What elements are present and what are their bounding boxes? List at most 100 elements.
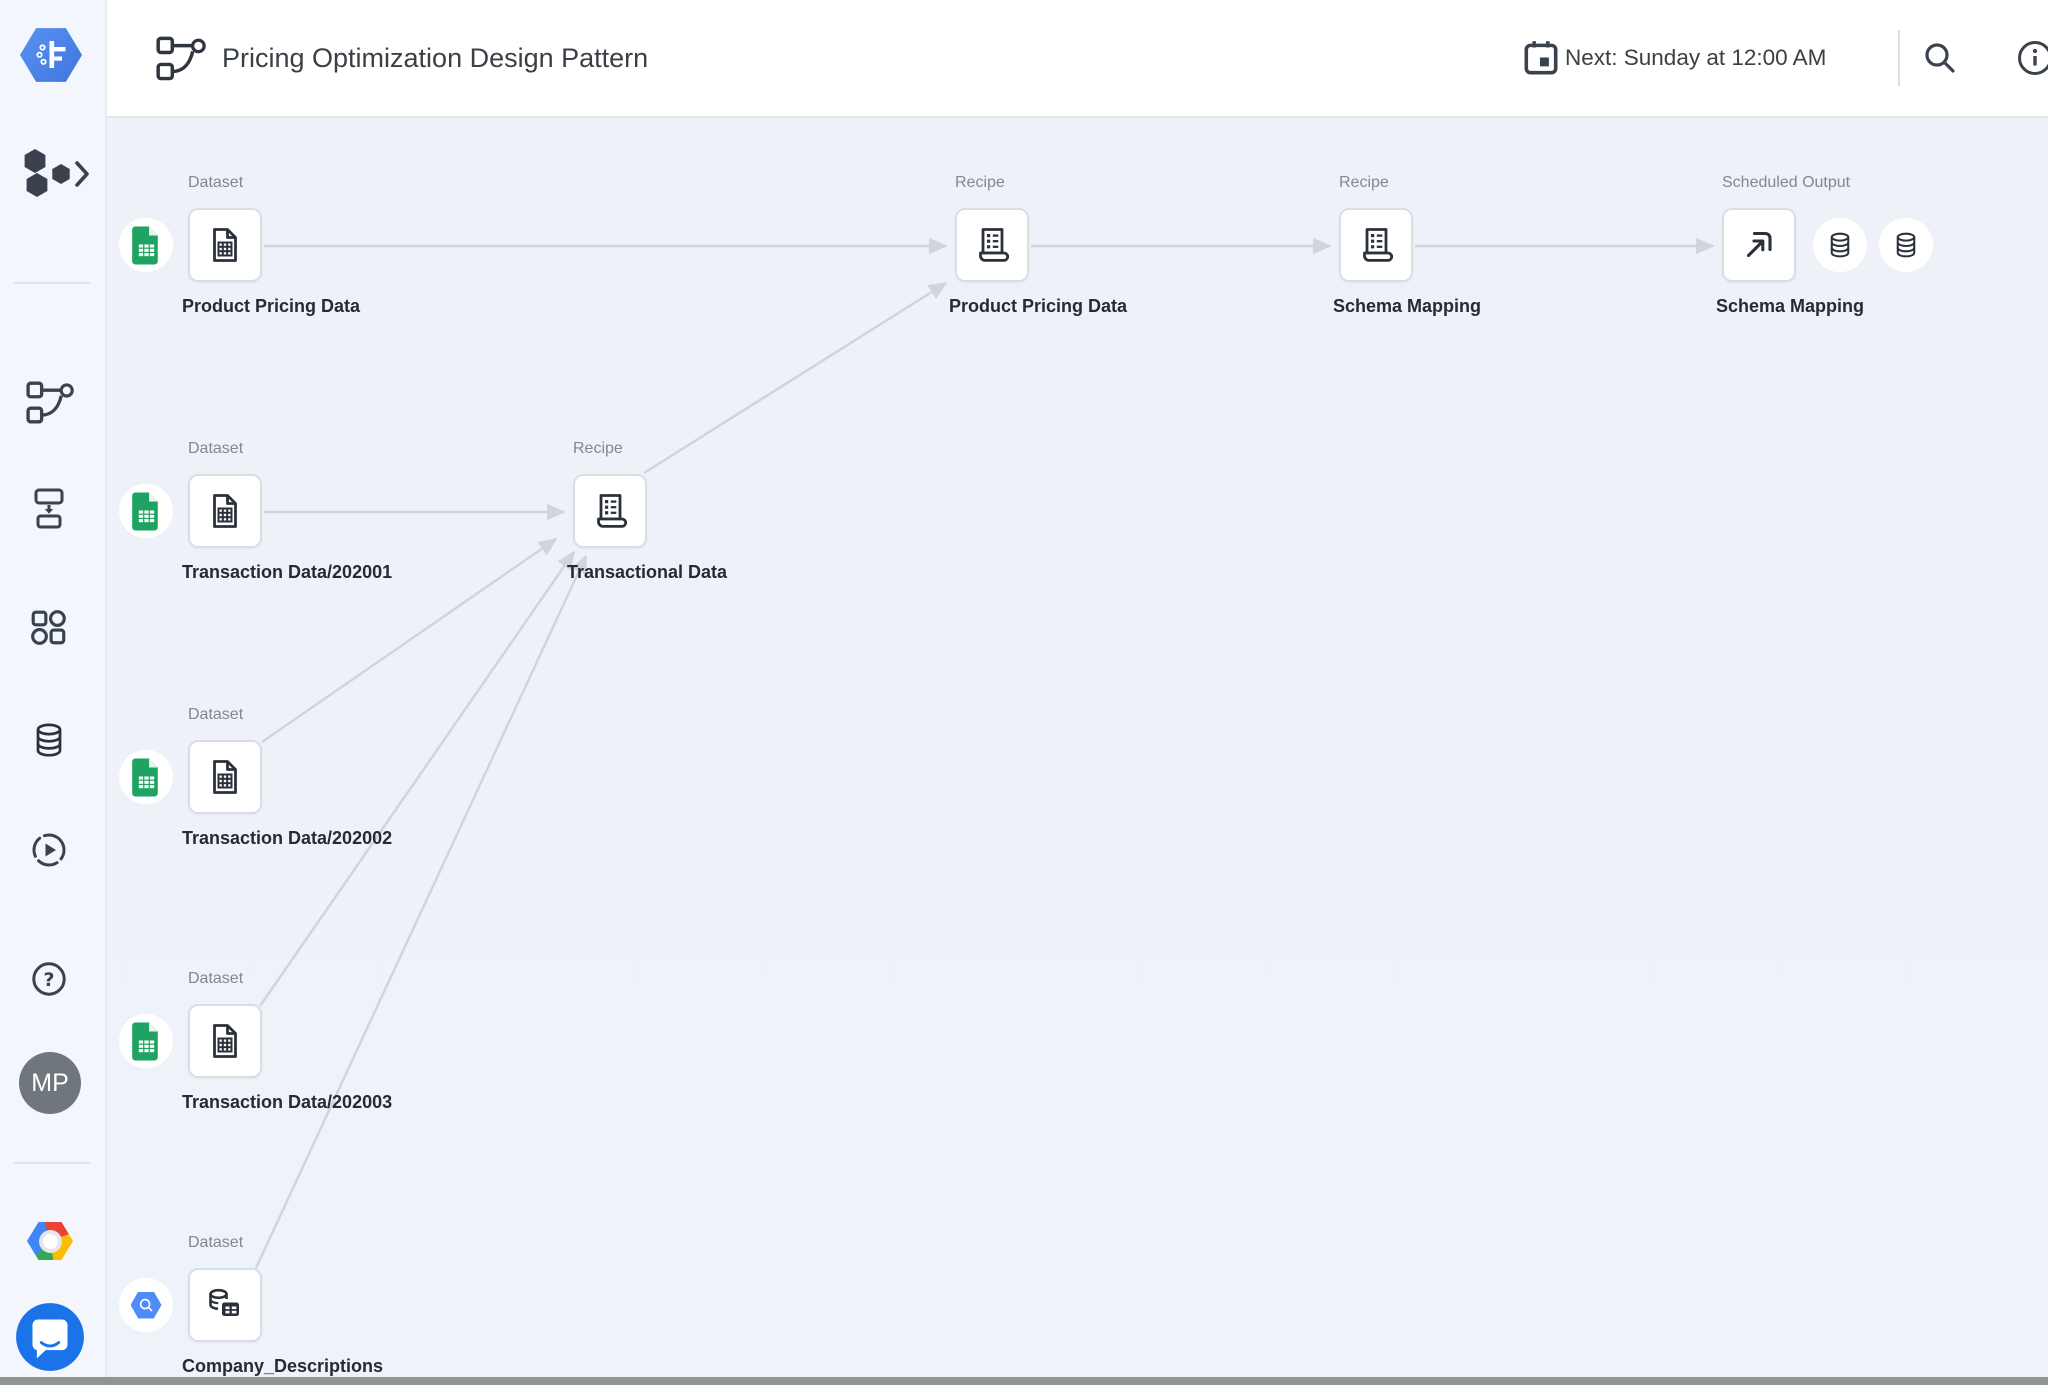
node-recipe-transactional-data[interactable]: Recipe Transactional Data: [567, 440, 1001, 583]
plan-icon: [34, 488, 64, 529]
support-chat-button[interactable]: [15, 1302, 85, 1372]
recipe-icon: [590, 491, 630, 531]
dataprep-glyph: [36, 41, 66, 68]
schedule-indicator-icon: [1520, 37, 1562, 79]
node-dataset-transaction-data-202002[interactable]: Dataset Transaction Data/202002: [119, 706, 616, 849]
node-dataset-transaction-data-202001[interactable]: Dataset Transaction Data/202001: [119, 440, 616, 583]
flow-icon: [156, 36, 206, 82]
sidebar-item-plans[interactable]: [29, 487, 69, 529]
dataprep-hexagon-logo-icon: [20, 28, 82, 82]
dataset-card[interactable]: [188, 1268, 262, 1342]
node-title: Schema Mapping: [1716, 296, 1865, 316]
node-type-label: Dataset: [188, 440, 244, 457]
node-dataset-transaction-data-202003[interactable]: Dataset Transaction Data/202003: [119, 970, 616, 1113]
node-type-label: Dataset: [188, 174, 244, 191]
info-icon: [2018, 41, 2048, 75]
horizontal-scrollbar[interactable]: [0, 1377, 2048, 1385]
support-chat-icon: [16, 1303, 84, 1371]
dataset-card[interactable]: [188, 474, 262, 548]
flow-icon: [26, 381, 74, 425]
avatar-initials: MP: [19, 1052, 81, 1114]
calendar-icon: [1524, 41, 1558, 75]
svg-text:?: ?: [43, 969, 54, 991]
node-recipe-product-pricing-data[interactable]: Recipe Product Pricing Data: [949, 174, 1383, 317]
node-title: Product Pricing Data: [949, 296, 1128, 316]
bigquery-icon: [130, 1291, 162, 1319]
node-dataset-company-descriptions[interactable]: Dataset Company_Descriptions: [119, 1234, 616, 1377]
sidebar-item-flows-menu[interactable]: [20, 148, 90, 200]
output-destination-2[interactable]: [1879, 218, 1933, 272]
info-button[interactable]: [2015, 38, 2048, 78]
node-type-label: Recipe: [955, 174, 1005, 191]
node-title: Transaction Data/202001: [182, 562, 393, 582]
google-sheets-icon: [131, 491, 162, 532]
google-cloud-logo: [27, 1222, 73, 1260]
google-cloud-link[interactable]: [27, 1222, 73, 1260]
node-scheduled-output-schema-mapping[interactable]: Scheduled Output Schema Mapping: [1716, 174, 2048, 317]
node-type-label: Dataset: [188, 706, 244, 723]
dataset-file-icon: [205, 757, 245, 797]
job-history-icon: [32, 833, 66, 867]
database-icon: [1891, 230, 1921, 260]
node-recipe-schema-mapping[interactable]: Recipe Schema Mapping: [1333, 174, 1767, 317]
node-type-label: Dataset: [188, 970, 244, 987]
recipe-card[interactable]: [1339, 208, 1413, 282]
chevron-right-icon: [75, 161, 89, 187]
recipe-card[interactable]: [955, 208, 1029, 282]
node-dataset-product-pricing-data[interactable]: Dataset Product Pricing Data: [119, 174, 616, 317]
rail-divider: [14, 282, 90, 284]
bigquery-badge: [119, 1278, 173, 1332]
google-sheets-badge: [119, 484, 173, 538]
sidebar-item-connections[interactable]: [29, 719, 69, 761]
node-type-label: Dataset: [188, 1234, 244, 1251]
search-button[interactable]: [1921, 39, 1959, 77]
output-card[interactable]: [1722, 208, 1796, 282]
output-destination-1[interactable]: [1813, 218, 1867, 272]
dataset-card[interactable]: [188, 208, 262, 282]
sidebar-item-library[interactable]: [29, 608, 69, 648]
page-title: Pricing Optimization Design Pattern: [222, 42, 649, 73]
google-sheets-badge: [119, 750, 173, 804]
schedule-label[interactable]: Next: Sunday at 12:00 AM: [1565, 45, 1827, 70]
google-sheets-icon: [131, 757, 162, 798]
node-type-label: Scheduled Output: [1722, 174, 1851, 191]
node-title: Product Pricing Data: [182, 296, 361, 316]
google-sheets-icon: [131, 1021, 162, 1062]
dataprep-logo[interactable]: [20, 27, 82, 83]
node-title: Transaction Data/202003: [182, 1092, 393, 1112]
dataset-card[interactable]: [188, 1004, 262, 1078]
database-icon: [1825, 230, 1855, 260]
dataset-file-icon: [205, 491, 245, 531]
google-sheets-badge: [119, 1014, 173, 1068]
sidebar-item-flows[interactable]: [26, 381, 74, 425]
left-navigation-rail: ? MP: [0, 0, 107, 1385]
dataset-file-icon: [205, 1021, 245, 1061]
node-title: Schema Mapping: [1333, 296, 1482, 316]
node-title: Company_Descriptions: [182, 1356, 384, 1376]
sidebar-item-job-history[interactable]: [29, 830, 69, 870]
flow-title-icon: [156, 36, 206, 82]
node-title: Transactional Data: [567, 562, 728, 582]
google-cloud-logo-core: [42, 1233, 58, 1249]
flow-header: Pricing Optimization Design Pattern Next…: [107, 0, 2048, 118]
dataset-file-icon: [205, 225, 245, 265]
recipe-card[interactable]: [573, 474, 647, 548]
google-sheets-icon: [131, 225, 162, 266]
recipe-icon: [972, 225, 1012, 265]
recipe-icon: [1356, 225, 1396, 265]
database-icon: [29, 719, 69, 761]
user-avatar[interactable]: MP: [19, 1052, 81, 1114]
rail-divider: [14, 1162, 90, 1164]
node-type-label: Recipe: [1339, 174, 1389, 191]
search-icon: [1925, 43, 1955, 73]
publish-output-icon: [1739, 225, 1779, 265]
sidebar-item-help[interactable]: ?: [29, 959, 69, 999]
dataset-card[interactable]: [188, 740, 262, 814]
node-title: Transaction Data/202002: [182, 828, 393, 848]
bigquery-magnifier: [139, 1298, 153, 1312]
node-type-label: Recipe: [573, 440, 623, 457]
hexagon-menu-icon: [24, 149, 89, 197]
library-grid-icon: [31, 610, 66, 645]
database-table-icon: [205, 1285, 245, 1325]
